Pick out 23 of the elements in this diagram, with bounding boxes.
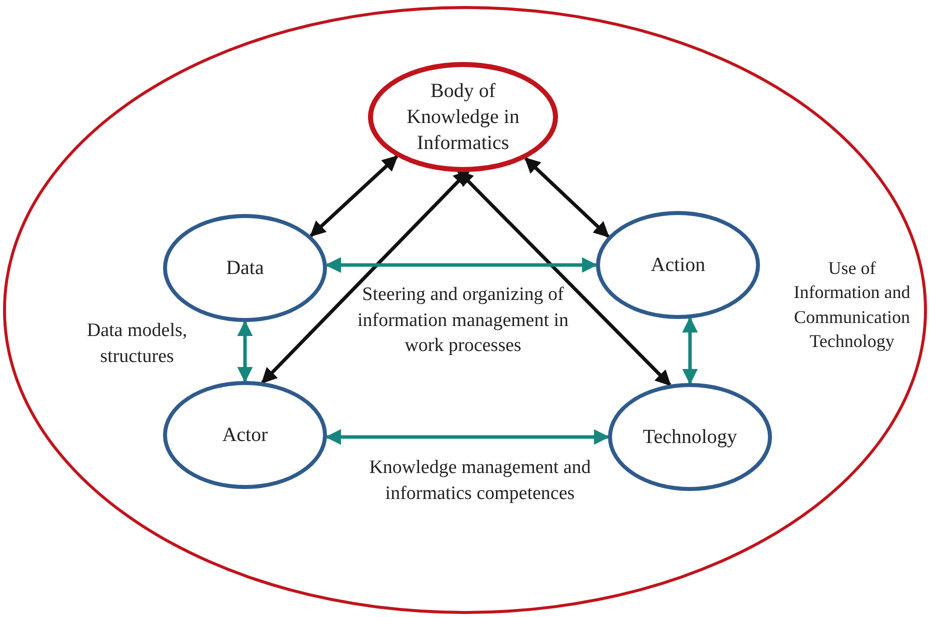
concept-ellipse bbox=[596, 211, 760, 319]
concept-ellipse bbox=[163, 214, 327, 322]
side-note: Use of Information and Communication Technology bbox=[792, 257, 912, 353]
double-arrow bbox=[524, 157, 610, 238]
edge-label: Data models, structures bbox=[86, 319, 188, 369]
node-label: Technology bbox=[642, 425, 738, 450]
double-arrow bbox=[457, 170, 672, 386]
concept-ellipse bbox=[368, 62, 558, 172]
double-arrow bbox=[261, 170, 470, 384]
concept-ellipse bbox=[608, 383, 772, 491]
edge-label: Steering and organizing of information management in work processes bbox=[356, 283, 570, 358]
node-label: Actor bbox=[222, 423, 268, 448]
double-arrow bbox=[325, 429, 610, 445]
double-arrow bbox=[310, 155, 398, 238]
node-label: Body of Knowledge in Informatics bbox=[406, 79, 520, 156]
double-arrow bbox=[682, 316, 698, 385]
outer-ellipse bbox=[3, 6, 927, 614]
concept-ellipse bbox=[163, 381, 327, 489]
node-label: Data bbox=[226, 256, 264, 281]
node-label: Action bbox=[650, 253, 706, 278]
edge-label: Knowledge management and informatics competences bbox=[368, 456, 592, 506]
double-arrow bbox=[325, 257, 598, 273]
double-arrow bbox=[237, 320, 253, 383]
